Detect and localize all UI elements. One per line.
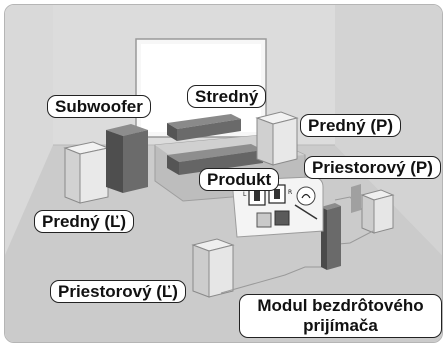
center-speaker <box>167 114 241 141</box>
label-surround-right: Priestorový (P) <box>304 156 441 179</box>
label-front-left: Predný (Ľ) <box>34 210 135 233</box>
front-right-speaker <box>255 111 299 166</box>
label-subwoofer: Subwoofer <box>47 95 151 118</box>
label-wireless-module: Modul bezdrôtového prijímača <box>239 294 442 338</box>
surround-left-speaker <box>191 238 235 298</box>
module-left-letter: L <box>243 191 247 198</box>
label-center-speaker: Stredný <box>187 85 267 108</box>
module-right-letter: R <box>288 189 292 196</box>
subwoofer-speaker <box>106 124 148 193</box>
surround-right-speaker <box>360 189 395 234</box>
module-connection-panel: L R <box>232 176 324 238</box>
label-product: Produkt <box>199 168 280 191</box>
product-unit <box>167 144 263 175</box>
room-frame: L R Subwoofer Stredný Predný (P) Priesto… <box>4 4 443 343</box>
label-wireless-module-line2: prijímača <box>303 316 378 335</box>
front-left-speaker <box>63 141 110 204</box>
label-front-right: Predný (P) <box>300 114 402 137</box>
label-wireless-module-line1: Modul bezdrôtového <box>257 296 424 315</box>
label-surround-left: Priestorový (Ľ) <box>50 280 186 303</box>
